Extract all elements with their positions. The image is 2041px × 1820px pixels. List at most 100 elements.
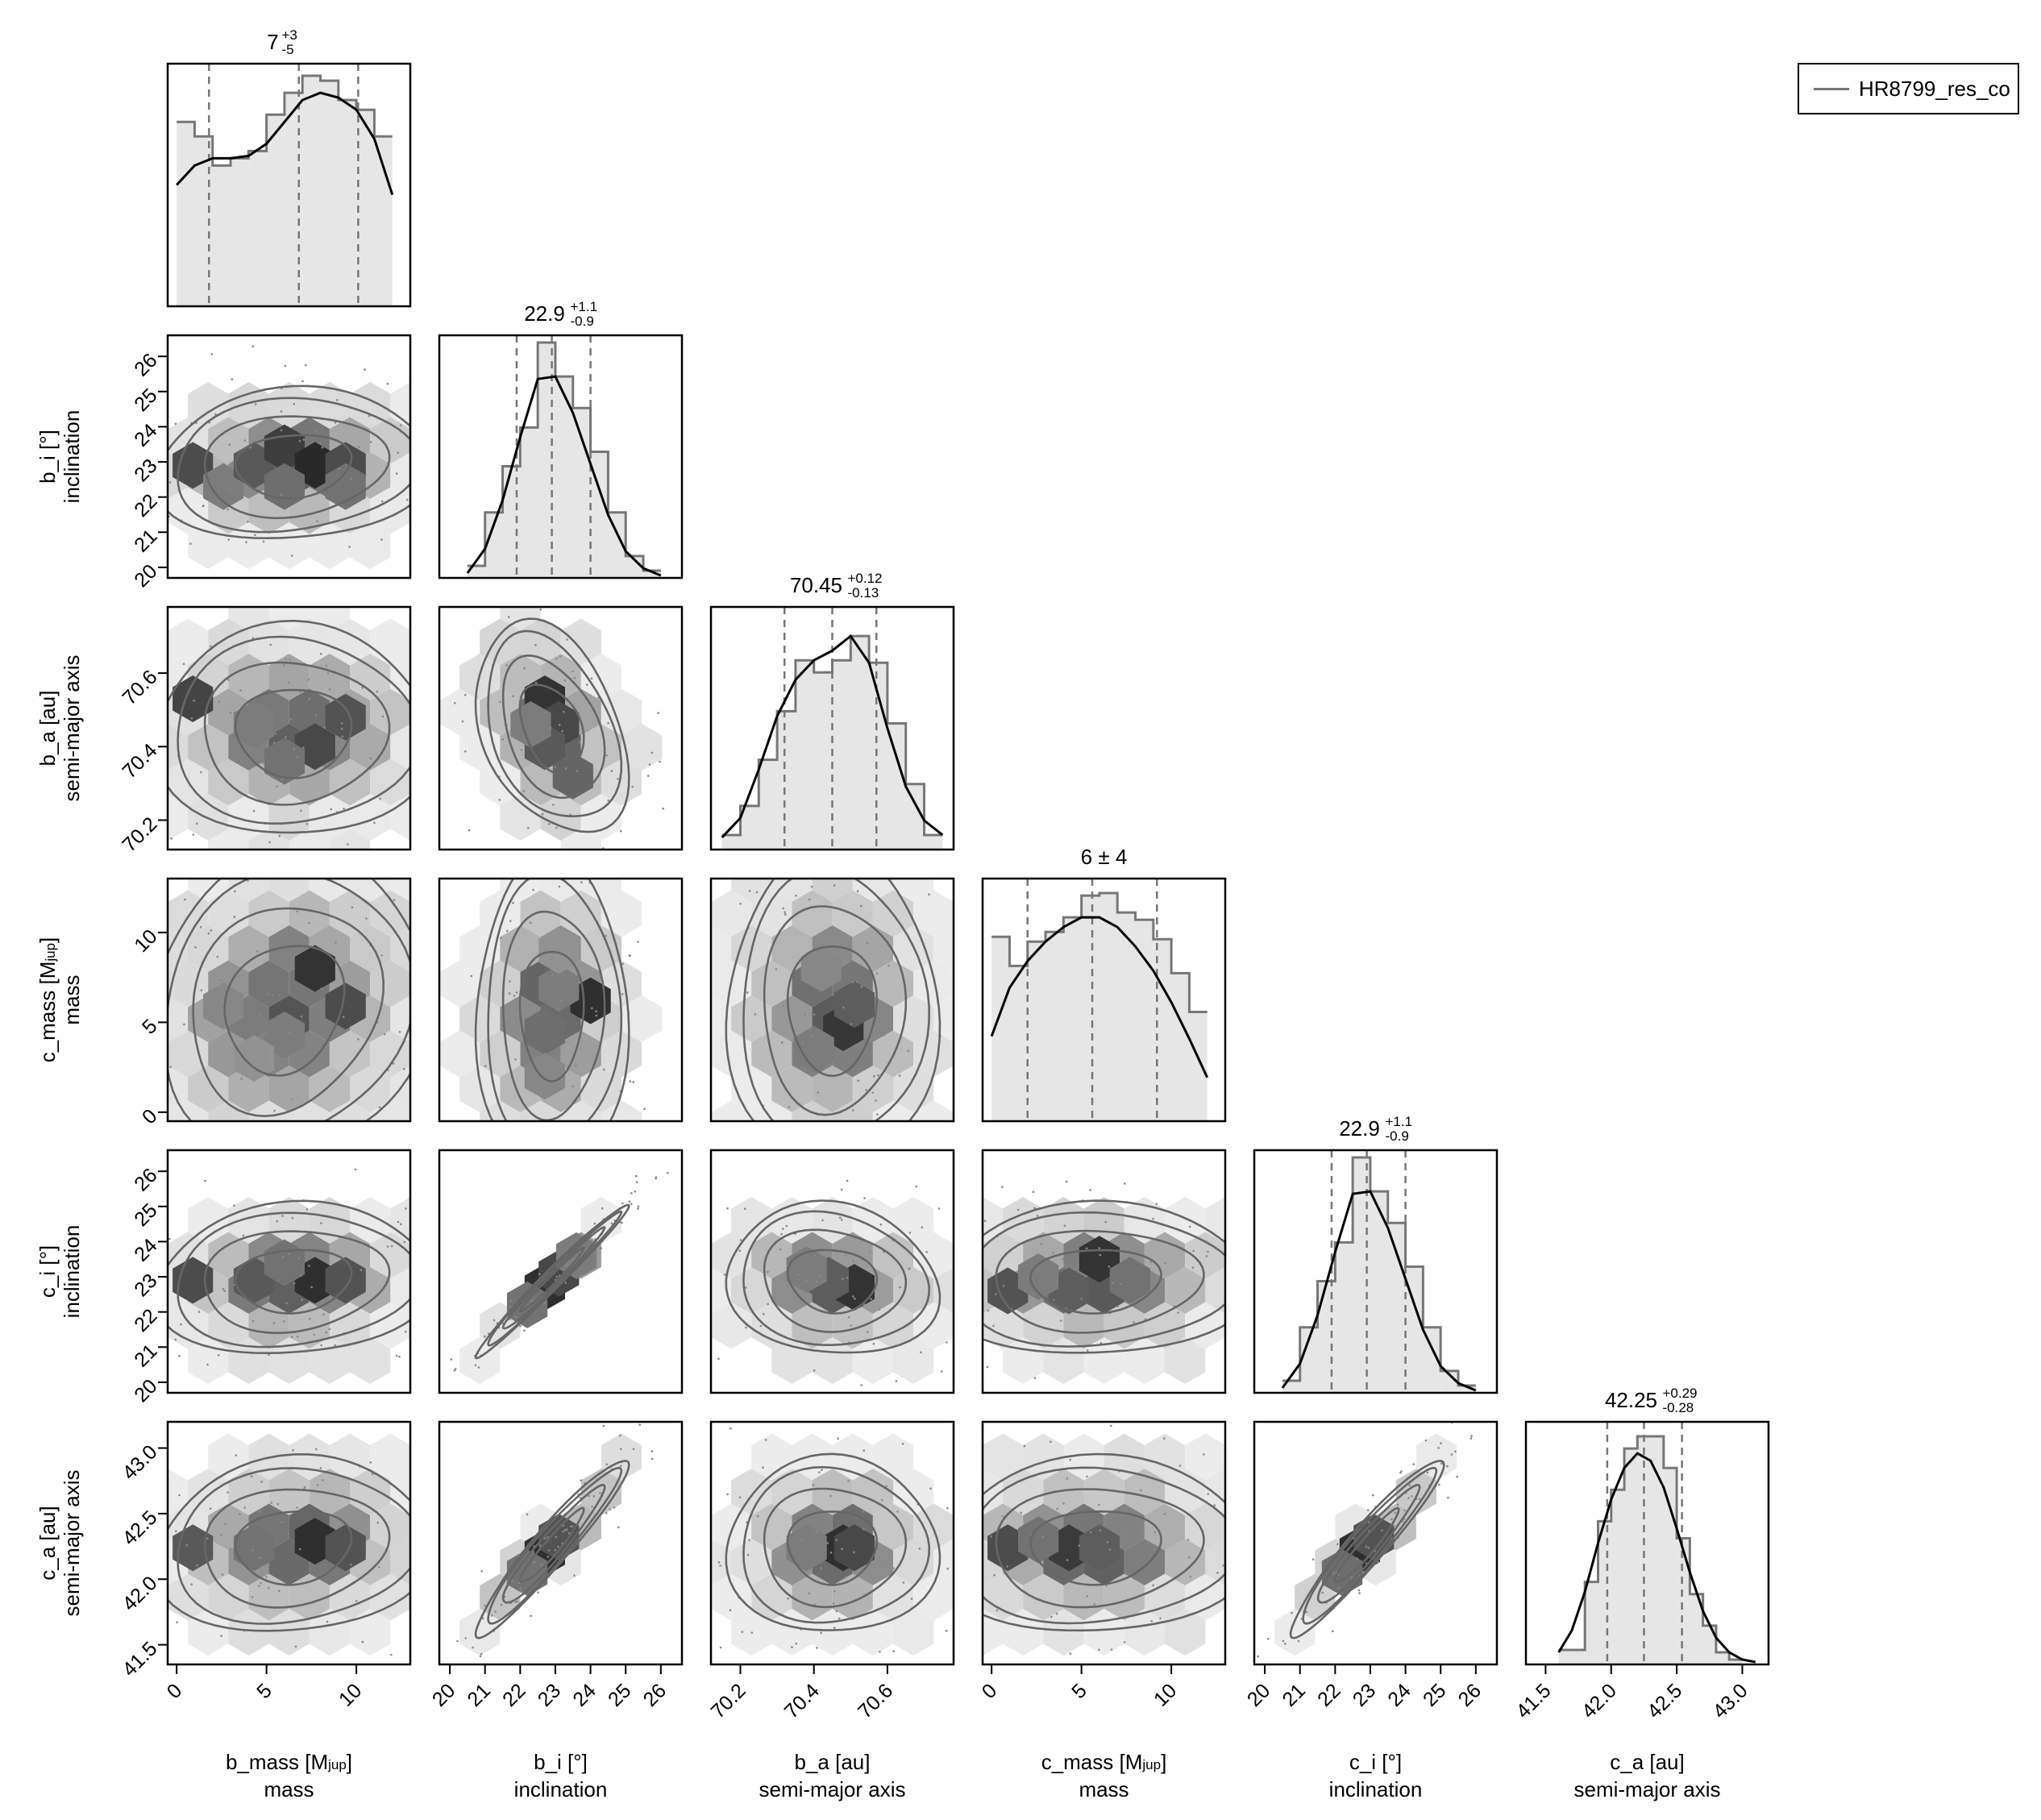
sample-point [434,1395,436,1398]
hist-bar [1117,912,1136,1121]
hexbin-cell [188,1197,229,1244]
sample-point [804,1507,806,1510]
hexbin-cell [893,1136,933,1182]
sample-point [970,1602,972,1604]
sample-point [265,1576,268,1578]
sample-point [216,955,219,958]
hexbin-cell [812,1469,853,1515]
hexbin-cell [370,1573,410,1621]
sample-point [1142,1531,1145,1535]
sample-point [1426,1471,1429,1474]
hexbin-dense-cell [793,1025,834,1073]
sample-point [1016,1208,1020,1211]
hexbin-cell [480,618,521,666]
sample-point [474,1364,477,1367]
sample-point [529,921,532,924]
sample-point [6,1230,9,1232]
sample-point [541,812,544,816]
sample-point [809,1190,812,1192]
sample-point [369,757,372,760]
sample-point [628,954,631,957]
sample-point [705,1607,708,1610]
hexbin-dense-cell [987,1267,1029,1315]
sample-point [591,1007,593,1010]
sample-point [417,1038,419,1041]
x-tick-label: 10 [335,1679,366,1710]
sample-point [609,1508,611,1510]
sample-point [1164,1261,1166,1265]
hexbin-cell [1205,1539,1225,1585]
sample-point [210,645,212,648]
sample-point [879,1223,882,1226]
sample-point [983,1220,987,1222]
sample-point [820,1631,822,1635]
sample-point [566,1264,568,1266]
sample-point [803,1136,805,1139]
sample-point [251,345,255,348]
sample-point [322,1479,324,1481]
sample-point [850,1023,853,1025]
sample-point [892,1567,895,1569]
hexbin-cell [329,1030,371,1078]
sample-point [429,1278,431,1281]
panel-frame [709,1420,955,1666]
sample-point [562,1530,564,1533]
hexbin-cell [329,1100,371,1121]
sample-point [1187,1539,1190,1541]
sample-point [190,1583,193,1585]
sample-point [579,1497,582,1499]
sample-point [477,1366,480,1369]
y-axis-label: b_a [au] [35,691,60,767]
sample-point [657,1002,659,1004]
sample-point [430,1272,432,1274]
sample-point [1108,1265,1111,1268]
hist-bar [759,759,778,850]
hexbin-cell [1003,1197,1044,1244]
sample-point [723,1274,726,1276]
sample-point [265,745,268,747]
sample-point [180,1323,182,1326]
hexbin-cell [711,1030,752,1078]
sample-point [282,1320,285,1323]
sample-point [493,1319,496,1322]
sample-point [285,658,288,660]
hexbin-cell [913,890,954,937]
sample-point [415,829,418,832]
sample-point [892,1650,895,1652]
sample-point [820,1567,822,1569]
sample-point [785,1224,788,1228]
hexbin-cell [1144,1302,1186,1349]
sample-point [224,1523,227,1525]
sample-point [420,1403,422,1406]
contour-level-3 [474,879,630,1121]
sample-point [173,1398,176,1400]
sample-point [599,1492,601,1494]
sample-point [833,1627,836,1629]
sample-point [534,682,538,684]
sample-point [867,1331,869,1333]
hist-bar [1715,1652,1730,1664]
sample-point [431,814,434,817]
pair-panel-c_mass-c_i [983,1180,1225,1384]
sample-point [1093,1603,1095,1606]
sample-point [1089,1189,1091,1191]
hexbin-cell [792,1302,833,1349]
sample-point [421,1387,423,1390]
sample-point [564,1282,567,1284]
sample-point [601,1207,604,1210]
hexbin-cell [168,487,209,534]
sample-point [422,715,424,717]
sample-point [746,1553,750,1556]
sample-point [457,1460,459,1462]
sample-point [293,1282,296,1285]
sample-point [97,1583,99,1585]
sample-point [199,925,202,929]
sample-point [174,422,177,426]
sample-point [1181,1399,1183,1402]
sample-point [227,1491,229,1494]
sample-point [929,1487,932,1490]
hexbin-cell [621,724,663,771]
sample-point [717,866,720,868]
x-tick-label: 5 [252,1679,276,1703]
sample-point [739,903,742,905]
